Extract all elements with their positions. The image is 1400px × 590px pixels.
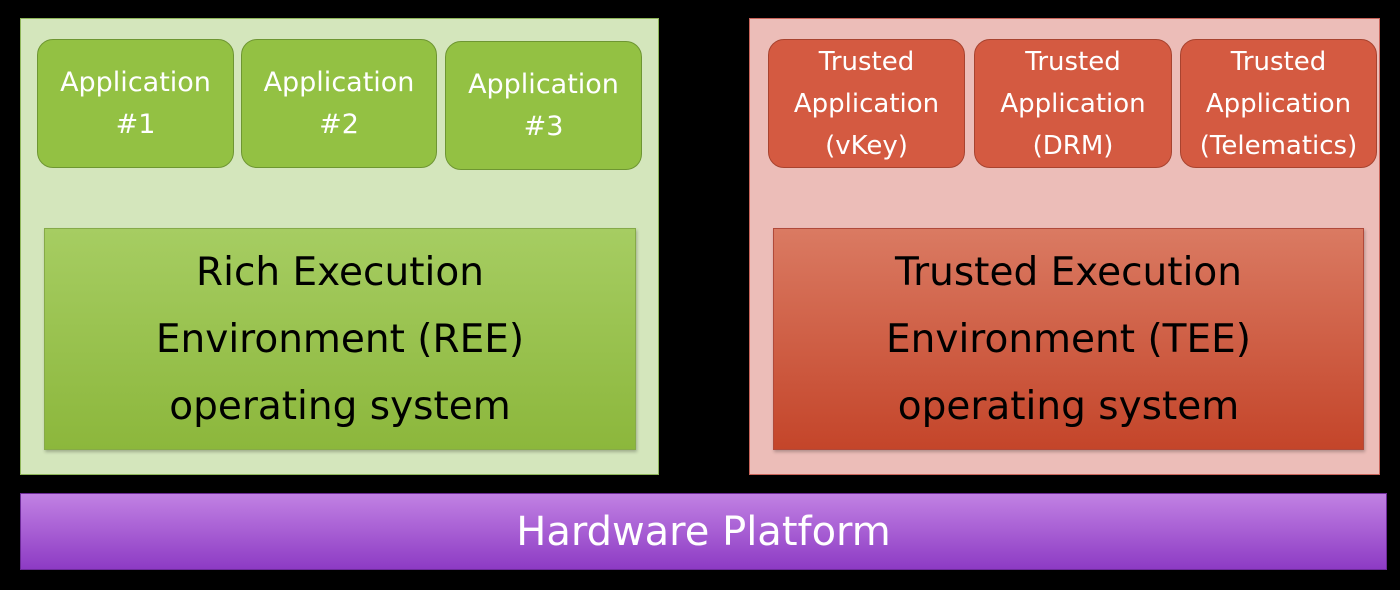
ree-application-1: Application #1 — [37, 39, 234, 168]
ree-operating-system: Rich Execution Environment (REE) operati… — [44, 228, 636, 450]
ree-application-2: Application #2 — [241, 39, 437, 168]
ree-application-3: Application #3 — [445, 41, 642, 170]
trusted-application-vkey: Trusted Application (vKey) — [768, 39, 965, 168]
tee-operating-system: Trusted Execution Environment (TEE) oper… — [773, 228, 1364, 450]
trusted-application-telematics: Trusted Application (Telematics) — [1180, 39, 1377, 168]
hardware-platform: Hardware Platform — [20, 493, 1387, 570]
trusted-application-drm: Trusted Application (DRM) — [974, 39, 1172, 168]
